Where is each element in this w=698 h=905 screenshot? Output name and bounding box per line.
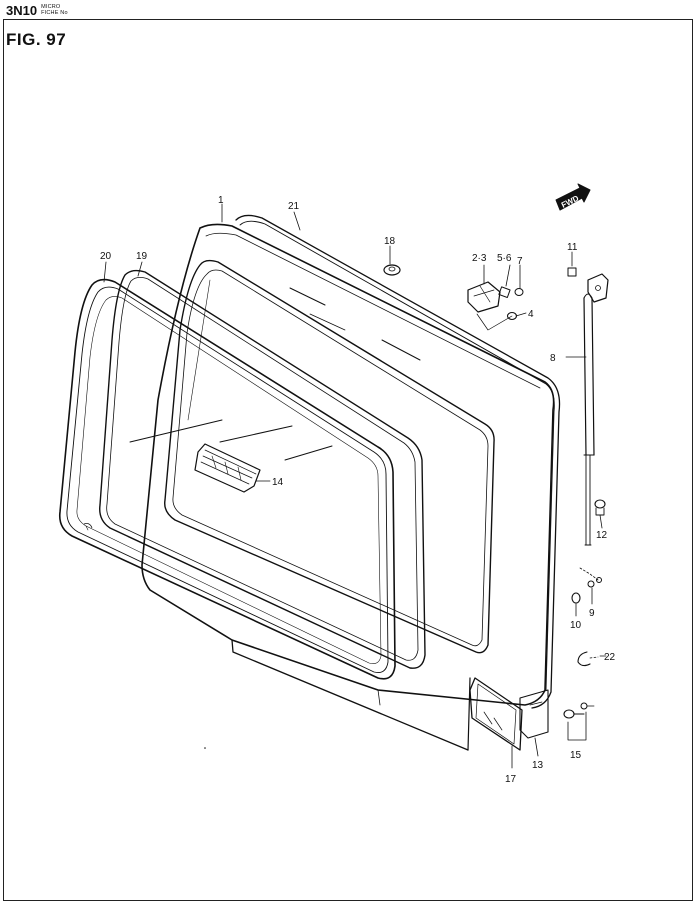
callout-21: 21	[288, 201, 300, 212]
callout-18: 18	[384, 236, 396, 247]
back-door-panel	[141, 223, 555, 751]
bolt-and-clip	[571, 567, 602, 604]
scan-mark	[83, 523, 93, 529]
hinge-assembly	[467, 281, 524, 331]
door-weatherstrip	[235, 214, 561, 709]
door-catch	[594, 499, 606, 516]
callout-8: 8	[550, 353, 556, 364]
callout-14: 14	[272, 477, 284, 488]
callout-10: 10	[570, 620, 582, 631]
scan-dot	[204, 747, 206, 749]
callout-4: 4	[528, 309, 534, 320]
callout-19: 19	[136, 251, 148, 262]
leader-lines	[103, 203, 607, 769]
license-lamp-lens	[469, 677, 523, 751]
callout-20: 20	[100, 251, 112, 262]
callout-11: 11	[567, 242, 578, 253]
license-plate-backing	[519, 689, 549, 739]
strut-bracket	[567, 267, 609, 303]
window-glass	[58, 278, 396, 680]
callout-9: 9	[589, 608, 595, 619]
figure-frame	[3, 19, 693, 901]
microfiche-label: MICRO FICHE No	[41, 4, 68, 16]
catalog-code: 3N10	[6, 3, 38, 18]
mounting-screws	[563, 702, 595, 719]
callout-5-6: 5·6	[497, 253, 512, 264]
fwd-arrow-icon	[555, 183, 591, 211]
figure-title: FIG. 97	[6, 30, 67, 49]
callout-13: 13	[532, 760, 544, 771]
rear-emblem	[194, 443, 261, 493]
wire-clip	[577, 651, 599, 667]
callout-15: 15	[570, 750, 582, 761]
callout-7: 7	[517, 256, 523, 267]
page-header: 3N10 MICRO FICHE No	[6, 4, 68, 20]
door-stopper	[383, 264, 401, 276]
callout-22: 22	[604, 652, 616, 663]
callout-12: 12	[596, 530, 608, 541]
gas-strut	[583, 293, 595, 546]
callout-2-3: 2·3	[472, 253, 487, 264]
callout-17: 17	[505, 774, 517, 785]
glass-molding	[99, 269, 426, 669]
callout-1: 1	[218, 195, 224, 206]
